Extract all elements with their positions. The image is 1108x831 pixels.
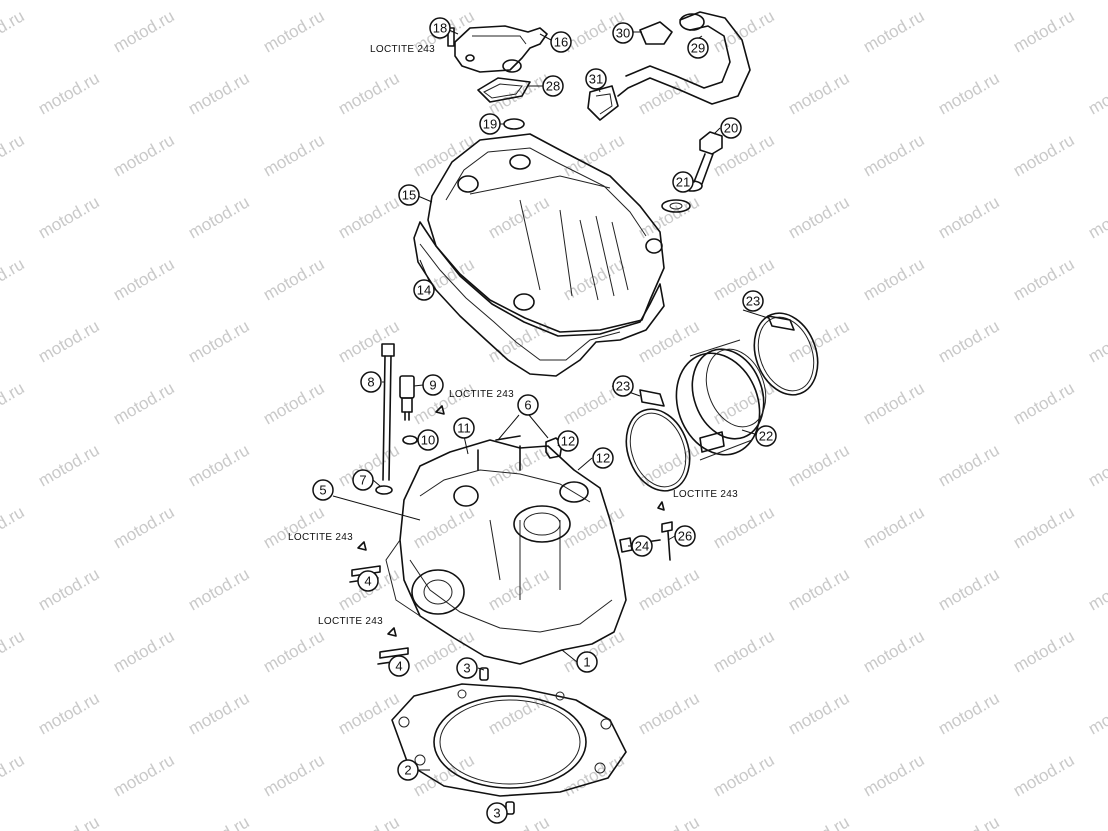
callout-11: 11: [453, 417, 475, 439]
callout-14: 14: [413, 279, 435, 301]
part-nut-12: [545, 437, 563, 459]
svg-text:30: 30: [616, 26, 630, 41]
svg-text:4: 4: [395, 659, 402, 674]
part-dowel-3a: [479, 667, 489, 681]
svg-text:23: 23: [616, 379, 630, 394]
callout-28: 28: [542, 75, 564, 97]
part-clamp-23-upper: [753, 312, 819, 396]
part-dowel-4a: [351, 565, 381, 577]
svg-text:14: 14: [417, 283, 431, 298]
svg-text:26: 26: [678, 529, 692, 544]
callout-31: 31: [585, 68, 607, 90]
callout-29: 29: [687, 37, 709, 59]
svg-text:16: 16: [554, 35, 568, 50]
callout-4: 4: [357, 570, 379, 592]
note-loctite: LOCTITE 243: [449, 389, 514, 400]
callout-1: 1: [576, 651, 598, 673]
callout-2: 2: [397, 759, 419, 781]
part-cover-gasket: [413, 221, 665, 377]
part-thermostat-housing: [447, 25, 548, 73]
svg-text:29: 29: [691, 41, 705, 56]
callout-5: 5: [312, 479, 334, 501]
svg-text:12: 12: [596, 451, 610, 466]
svg-text:22: 22: [759, 429, 773, 444]
leader-lines: [332, 29, 769, 814]
svg-text:31: 31: [589, 72, 603, 87]
note-loctite: LOCTITE 243: [288, 532, 353, 543]
callout-24: 24: [631, 535, 653, 557]
svg-text:11: 11: [457, 421, 471, 436]
callout-7: 7: [352, 469, 374, 491]
part-gasket-28: [477, 77, 531, 103]
callout-30: 30: [612, 22, 634, 44]
part-washer-7: [375, 485, 393, 495]
callout-12: 12: [592, 447, 614, 469]
svg-text:3: 3: [463, 661, 470, 676]
svg-text:3: 3: [493, 806, 500, 821]
callout-12: 12: [557, 430, 579, 452]
svg-text:1: 1: [583, 655, 590, 670]
svg-text:9: 9: [429, 378, 436, 393]
svg-text:23: 23: [746, 294, 760, 309]
svg-text:15: 15: [402, 188, 416, 203]
callout-23: 23: [612, 375, 634, 397]
note-loctite: LOCTITE 243: [673, 489, 738, 500]
callout-20: 20: [720, 117, 742, 139]
part-breather-hose: [587, 11, 751, 121]
part-long-bolt-8: [381, 343, 395, 481]
callout-3: 3: [456, 657, 478, 679]
callout-6: 6: [517, 394, 539, 416]
part-head-gasket: [391, 683, 627, 797]
callout-22: 22: [755, 425, 777, 447]
svg-text:4: 4: [364, 574, 371, 589]
svg-text:8: 8: [367, 375, 374, 390]
part-sensor-9: [399, 375, 415, 421]
callout-10: 10: [417, 429, 439, 451]
svg-text:7: 7: [359, 473, 366, 488]
svg-text:18: 18: [433, 21, 447, 36]
part-oring-10: [402, 435, 418, 445]
svg-text:28: 28: [546, 79, 560, 94]
callout-4: 4: [388, 655, 410, 677]
note-loctite: LOCTITE 243: [318, 616, 383, 627]
part-intake-flange-22: [675, 339, 767, 461]
svg-text:24: 24: [635, 539, 649, 554]
callout-18: 18: [429, 17, 451, 39]
callout-9: 9: [422, 374, 444, 396]
svg-text:19: 19: [483, 117, 497, 132]
part-cylinder-head: [385, 435, 627, 665]
part-clamp-23-lower: [625, 389, 691, 492]
callout-23: 23: [742, 290, 764, 312]
svg-text:10: 10: [421, 433, 435, 448]
callout-16: 16: [550, 31, 572, 53]
note-loctite: LOCTITE 243: [370, 44, 435, 55]
svg-text:20: 20: [724, 121, 738, 136]
svg-text:21: 21: [676, 175, 690, 190]
part-bolt-20: [661, 131, 723, 213]
callout-8: 8: [360, 371, 382, 393]
callout-3: 3: [486, 802, 508, 824]
part-bolt-26: [661, 521, 673, 561]
callout-19: 19: [479, 113, 501, 135]
part-oring-19: [503, 118, 525, 130]
callout-21: 21: [672, 171, 694, 193]
part-dowel-4b: [379, 647, 409, 659]
svg-text:5: 5: [319, 483, 326, 498]
callout-26: 26: [674, 525, 696, 547]
svg-text:2: 2: [404, 763, 411, 778]
svg-text:6: 6: [524, 398, 531, 413]
svg-text:12: 12: [561, 434, 575, 449]
part-valve-cover: [427, 133, 665, 333]
callout-15: 15: [398, 184, 420, 206]
